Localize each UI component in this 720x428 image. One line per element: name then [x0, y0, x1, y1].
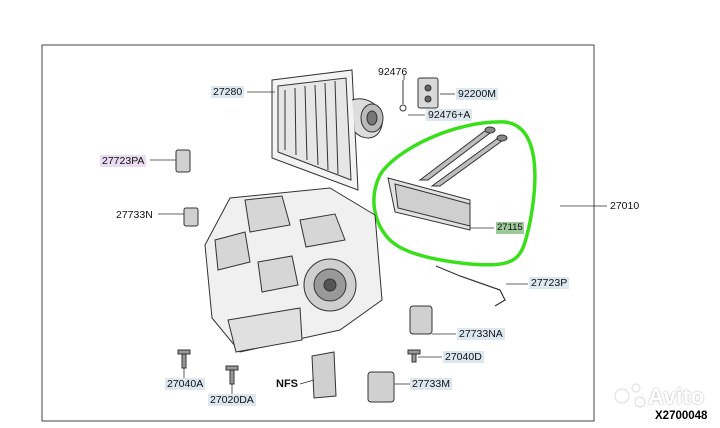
reference-code: X2700048 [655, 410, 708, 422]
label-27723p: 27723P [529, 277, 570, 289]
actuator-27733m [367, 371, 395, 403]
actuator-27733na [409, 305, 433, 335]
leader-lines [150, 74, 607, 394]
heater-core [387, 126, 508, 231]
diagram-frame [41, 44, 595, 422]
label-27733m: 27733M [410, 378, 452, 390]
expansion-valve [399, 77, 439, 112]
highlight-outline [372, 120, 537, 267]
label-27115: 27115 [496, 222, 524, 234]
label-27733n: 27733N [116, 209, 153, 221]
actuator-27723pa [175, 149, 191, 173]
evaporator-core [271, 69, 384, 191]
label-27010: 27010 [610, 200, 640, 212]
actuator-27733n [183, 207, 199, 227]
avito-logo-icon [614, 383, 646, 408]
sensor-nfs [311, 351, 337, 399]
label-92476: 92476 [378, 66, 408, 78]
label-27040d: 27040D [443, 351, 484, 363]
screw-27040a [177, 349, 191, 369]
label-27020da: 27020DA [208, 394, 256, 406]
wire-harness [435, 265, 506, 307]
screw-27040d [407, 349, 421, 363]
label-nfs: NFS [276, 378, 298, 390]
label-92476a: 92476+A [426, 109, 473, 121]
hvac-housing [204, 187, 383, 353]
label-92200m: 92200M [456, 88, 498, 100]
screw-27020da [225, 365, 239, 385]
label-27040a: 27040A [165, 378, 206, 390]
label-27723pa: 27723PA [100, 155, 147, 167]
label-27280: 27280 [211, 86, 245, 98]
label-27733na: 27733NA [457, 328, 505, 340]
watermark-text: Avito [648, 384, 705, 409]
